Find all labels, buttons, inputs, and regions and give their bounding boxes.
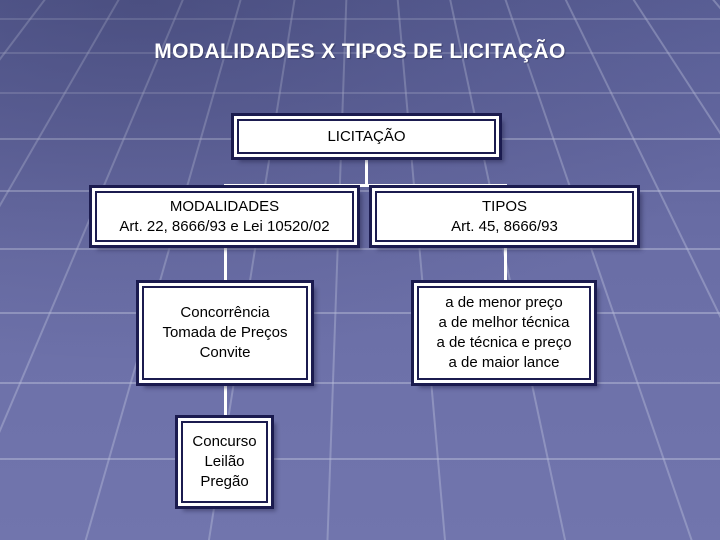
connector-modalidades-to-list <box>224 245 227 285</box>
node-modalidades-list-line-1: Tomada de Preços <box>162 324 288 342</box>
node-modalidades-list-line-0: Concorrência <box>180 304 270 322</box>
node-modalidades-extra-line-1: Leilão <box>204 453 245 471</box>
node-modalidades[interactable]: MODALIDADES Art. 22, 8666/93 e Lei 10520… <box>89 185 360 248</box>
node-modalidades-extra-line-2: Pregão <box>200 472 249 490</box>
node-tipos-list-line-1: a de melhor técnica <box>438 314 570 332</box>
grid-horizontal-line <box>0 248 720 250</box>
connector-root-stem <box>365 157 368 187</box>
node-tipos-line-1: Art. 45, 8666/93 <box>451 217 558 235</box>
node-modalidades-line-1: Art. 22, 8666/93 e Lei 10520/02 <box>119 217 330 235</box>
node-modalidades-extra-inner: Concurso Leilão Pregão <box>181 421 268 503</box>
node-licitacao-line-0: LICITAÇÃO <box>327 127 406 145</box>
node-tipos-list-line-2: a de técnica e preço <box>436 334 572 351</box>
node-tipos-line-0: TIPOS <box>481 197 527 215</box>
grid-horizontal-line <box>0 52 720 54</box>
page-title: MODALIDADES X TIPOS DE LICITAÇÃO <box>154 40 566 63</box>
grid-horizontal-line <box>0 312 720 314</box>
grid-horizontal-line <box>0 190 720 192</box>
node-modalidades-list-line-2: Convite <box>199 343 251 361</box>
node-tipos-list-inner: a de menor preço a de melhor técnica a d… <box>417 286 591 380</box>
connector-tipos-to-list <box>504 245 507 285</box>
node-licitacao-inner: LICITAÇÃO <box>237 119 496 154</box>
node-modalidades-extra[interactable]: Concurso Leilão Pregão <box>175 415 274 509</box>
grid-horizontal-line <box>0 92 720 94</box>
node-modalidades-extra-line-0: Concurso <box>192 433 257 451</box>
connector-list-to-extra <box>224 383 227 420</box>
node-modalidades-inner: MODALIDADES Art. 22, 8666/93 e Lei 10520… <box>95 191 354 242</box>
node-tipos[interactable]: TIPOS Art. 45, 8666/93 <box>369 185 640 248</box>
node-tipos-list-line-0: a de menor preço <box>445 294 563 312</box>
node-tipos-inner: TIPOS Art. 45, 8666/93 <box>375 191 634 242</box>
node-tipos-list[interactable]: a de menor preço a de melhor técnica a d… <box>411 280 597 386</box>
grid-horizontal-line <box>0 458 720 460</box>
connector-row2-bus <box>224 184 507 187</box>
node-modalidades-list[interactable]: Concorrência Tomada de Preços Convite <box>136 280 314 386</box>
grid-horizontal-line <box>0 382 720 384</box>
node-tipos-list-line-3: a de maior lance <box>448 353 560 371</box>
grid-horizontal-line <box>0 18 720 20</box>
node-modalidades-list-inner: Concorrência Tomada de Preços Convite <box>142 286 308 380</box>
node-modalidades-line-0: MODALIDADES <box>169 197 280 215</box>
node-licitacao[interactable]: LICITAÇÃO <box>231 113 502 160</box>
